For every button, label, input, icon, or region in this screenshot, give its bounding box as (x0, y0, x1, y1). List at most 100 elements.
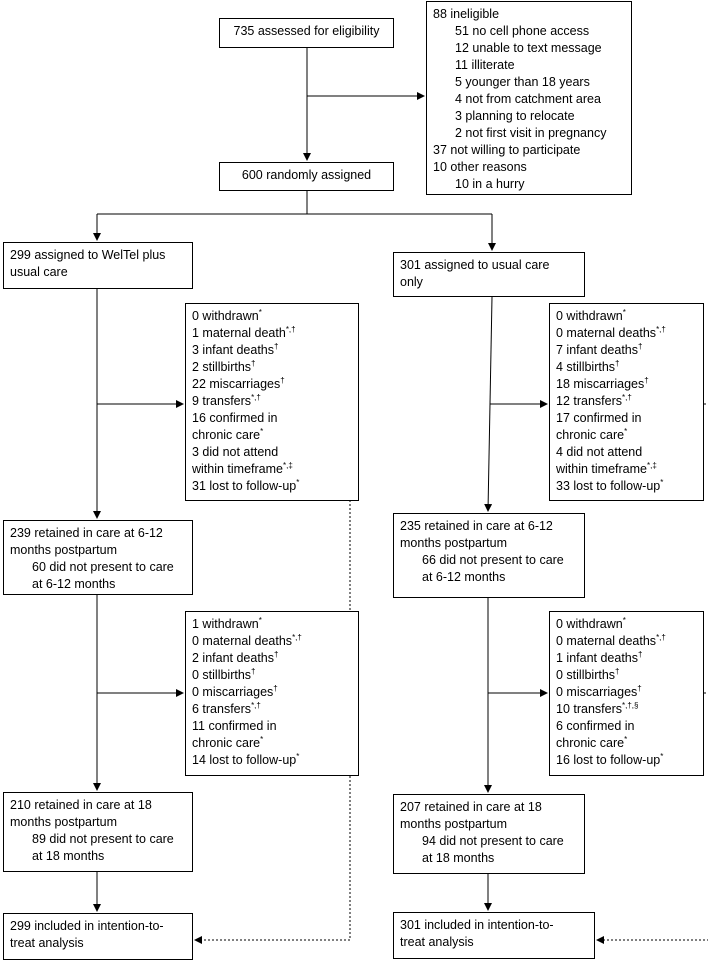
usual-retained2-sub: at 18 months (422, 851, 495, 865)
exit-reason: 3 did not attend (192, 444, 352, 461)
randomized-box: 600 randomly assigned (219, 162, 394, 191)
usual-itt-box: 301 included in intention-to- treat anal… (393, 912, 595, 959)
usual-retained2-text: months postpartum (400, 817, 507, 831)
footnote-marker: *,† (292, 632, 302, 642)
exit-reason: 10 transfers*,†,§ (556, 701, 697, 718)
exit-reason-text: 6 confirmed in (556, 719, 635, 733)
exit-reason: 1 withdrawn* (192, 616, 352, 633)
footnote-marker: *,† (622, 392, 632, 402)
footnote-marker: * (624, 426, 628, 436)
footnote-marker: † (280, 375, 285, 385)
footnote-marker: † (274, 341, 279, 351)
footnote-marker: *,† (285, 324, 296, 334)
weltel-assigned-text: usual care (10, 265, 68, 279)
footnote-marker: * (622, 307, 626, 317)
exit-reason: chronic care* (192, 427, 352, 444)
randomized-text: 600 randomly assigned (241, 168, 372, 182)
weltel-retained2-sub: at 18 months (32, 849, 105, 863)
exit-reason: 2 infant deaths† (192, 650, 352, 667)
usual-retained2-box: 207 retained in care at 18 months postpa… (393, 794, 585, 874)
usual-assigned-box: 301 assigned to usual care only (393, 252, 585, 297)
exit-reason-text: 3 did not attend (192, 445, 279, 459)
footnote-marker: * (624, 734, 628, 744)
ineligible-reason: 51 no cell phone access (455, 24, 590, 38)
exit-reason: 0 maternal deaths*,† (556, 325, 697, 342)
footnote-marker: * (258, 307, 262, 317)
usual-itt-text: 301 included in intention-to- (400, 918, 554, 932)
exit-reason: 22 miscarriages† (192, 376, 352, 393)
usual-itt-text: treat analysis (400, 935, 474, 949)
weltel-exits2-list: 1 withdrawn*0 maternal deaths*,†2 infant… (192, 616, 352, 769)
ineligible-reason: 3 planning to relocate (455, 109, 575, 123)
exit-reason: 0 miscarriages† (556, 684, 697, 701)
exit-reason: 0 maternal deaths*,† (556, 633, 697, 650)
exit-reason-text: 0 miscarriages (192, 685, 274, 699)
exit-reason: within timeframe*,‡ (556, 461, 697, 478)
exit-reason-text: 6 transfers (192, 702, 252, 716)
footnote-marker: † (644, 375, 649, 385)
exit-reason: 4 stillbirths† (556, 359, 697, 376)
assessed-text: 735 assessed for eligibility (233, 24, 380, 38)
exit-reason-text: 7 infant deaths (556, 343, 639, 357)
weltel-retained1-text: months postpartum (10, 543, 117, 557)
weltel-retained1-box: 239 retained in care at 6-12 months post… (3, 520, 193, 595)
weltel-retained2-text: 210 retained in care at 18 (10, 798, 152, 812)
exit-reason: 33 lost to follow-up* (556, 478, 697, 495)
not-willing-text: 37 not willing to participate (433, 143, 581, 157)
exit-reason: 16 confirmed in (192, 410, 352, 427)
exit-reason-text: 0 maternal deaths (192, 634, 293, 648)
exit-reason-text: 0 maternal deaths (556, 634, 657, 648)
exit-reason: 3 infant deaths† (192, 342, 352, 359)
ineligible-reason: 5 younger than 18 years (455, 75, 590, 89)
weltel-itt-text: treat analysis (10, 936, 84, 950)
exit-reason-text: 0 withdrawn (556, 309, 623, 323)
exit-reason-text: 4 did not attend (556, 445, 643, 459)
weltel-retained2-sub: 89 did not present to care (32, 832, 174, 846)
exit-reason: 0 maternal deaths*,† (192, 633, 352, 650)
exit-reason-text: chronic care (556, 428, 625, 442)
exit-reason: 4 did not attend (556, 444, 697, 461)
exit-reason: 31 lost to follow-up* (192, 478, 352, 495)
usual-retained1-text: 235 retained in care at 6-12 (400, 519, 553, 533)
footnote-marker: † (273, 683, 278, 693)
exit-reason: 0 miscarriages† (192, 684, 352, 701)
weltel-assigned-text: 299 assigned to WelTel plus (10, 248, 166, 262)
exit-reason-text: 0 maternal deaths (556, 326, 657, 340)
footnote-marker: * (296, 751, 300, 761)
footnote-marker: *,† (656, 324, 666, 334)
footnote-marker: † (274, 649, 279, 659)
weltel-itt-box: 299 included in intention-to- treat anal… (3, 913, 193, 960)
exit-reason: 9 transfers*,† (192, 393, 352, 410)
exit-reason-text: 0 miscarriages (556, 685, 638, 699)
weltel-retained1-text: 239 retained in care at 6-12 (10, 526, 163, 540)
exit-reason: 0 stillbirths† (192, 667, 352, 684)
weltel-exits2-box: 1 withdrawn*0 maternal deaths*,†2 infant… (185, 611, 359, 776)
footnote-marker: *,†,§ (622, 700, 639, 710)
exit-reason: 6 confirmed in (556, 718, 697, 735)
exit-reason-text: 0 withdrawn (556, 617, 623, 631)
weltel-retained1-sub: 60 did not present to care (32, 560, 174, 574)
footnote-marker: * (260, 426, 264, 436)
exit-reason: 0 withdrawn* (192, 308, 352, 325)
exit-reason-text: 16 lost to follow-up (556, 753, 661, 767)
exit-reason: 6 transfers*,† (192, 701, 352, 718)
footnote-marker: *,‡ (647, 460, 657, 470)
usual-retained2-text: 207 retained in care at 18 (400, 800, 542, 814)
exit-reason-text: 11 confirmed in (192, 719, 277, 733)
usual-exits2-box: 0 withdrawn * 0 maternal deaths*,†1 infant… (549, 611, 704, 776)
exit-reason: 1 maternal death*,† (192, 325, 352, 342)
ineligible-reason: 2 not first visit in pregnancy (455, 126, 607, 140)
exit-reason-text: 0 stillbirths (556, 668, 616, 682)
ineligible-title: 88 ineligible (433, 7, 500, 21)
exit-reason-text: 1 infant deaths (556, 651, 639, 665)
footnote-marker: † (637, 683, 642, 693)
footnote-marker: * (660, 477, 664, 487)
usual-exits1-list: 0 withdrawn*0 maternal deaths*,†7 infant… (556, 308, 697, 495)
exit-reason-text: chronic care (192, 428, 261, 442)
exit-reason-text: 10 transfers (556, 702, 623, 716)
exit-reason-text: 9 transfers (192, 394, 252, 408)
exit-reason-text: 12 transfers (556, 394, 623, 408)
exit-reason: 2 stillbirths† (192, 359, 352, 376)
footnote-marker: * (660, 751, 664, 761)
